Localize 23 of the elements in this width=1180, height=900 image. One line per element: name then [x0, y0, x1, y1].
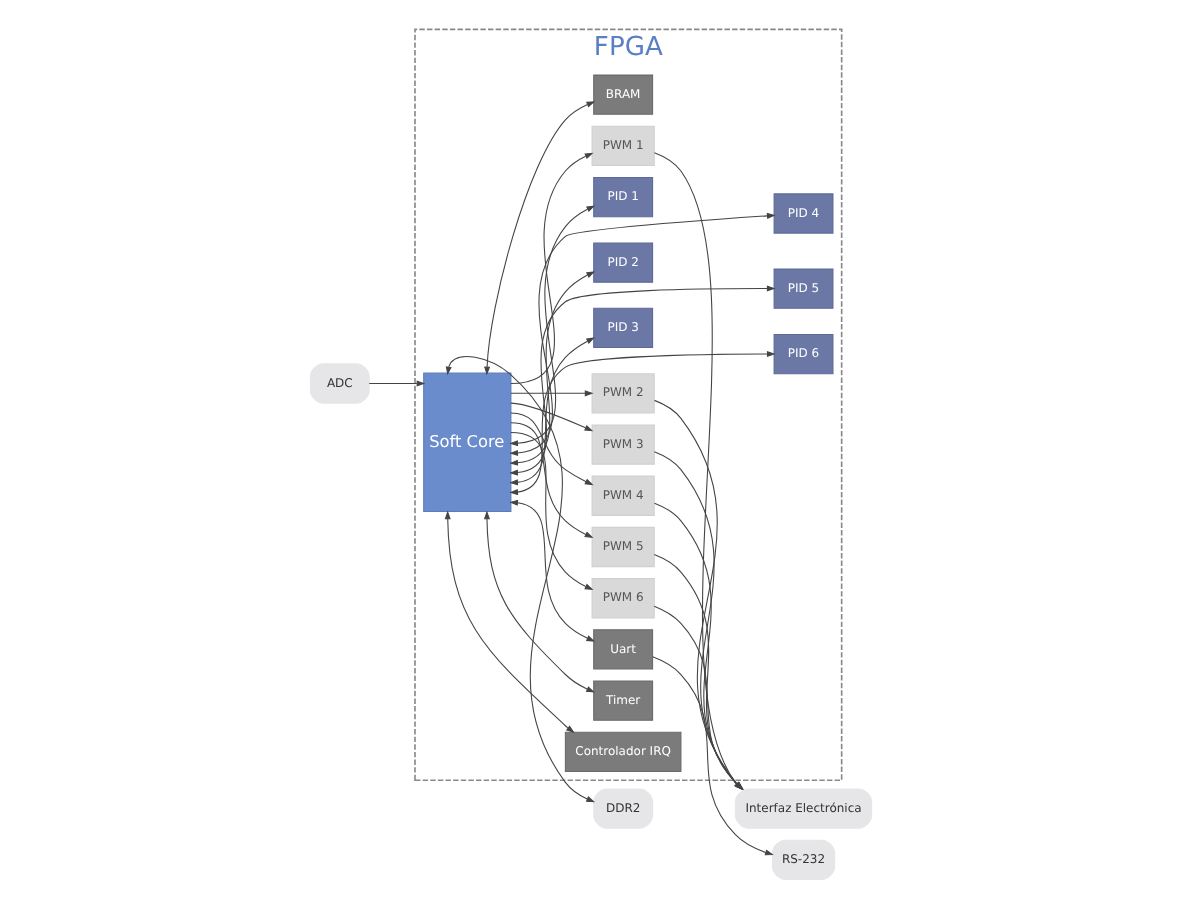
- arrow: [508, 285, 775, 476]
- arrow: [508, 205, 595, 447]
- arrow: [508, 337, 595, 486]
- arrow: [652, 605, 744, 790]
- arrow: [509, 432, 593, 591]
- arrow: [508, 499, 595, 642]
- arrow: [483, 101, 595, 376]
- arrow: [509, 152, 593, 385]
- arrow: [652, 502, 743, 791]
- arrow: [651, 656, 773, 856]
- arrow: [443, 510, 574, 734]
- arrow: [508, 350, 775, 496]
- arrow: [444, 355, 595, 803]
- arrow: [509, 390, 593, 397]
- arrow: [509, 402, 593, 432]
- arrow: [509, 422, 593, 538]
- arrow: [509, 412, 593, 486]
- arrow: [508, 212, 775, 457]
- arrow: [652, 554, 743, 790]
- arrow: [508, 271, 595, 466]
- arrow: [367, 380, 425, 387]
- arrow: [482, 510, 594, 693]
- arrow: [652, 152, 742, 790]
